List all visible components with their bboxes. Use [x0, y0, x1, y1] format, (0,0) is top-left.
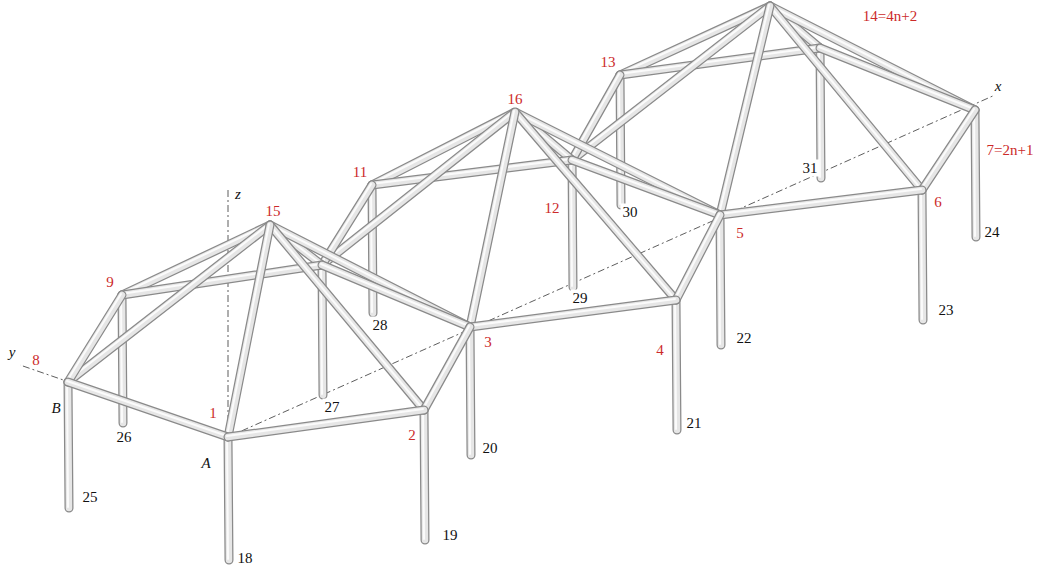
frame-member	[769, 5, 975, 110]
joint-number: 4	[654, 342, 666, 359]
column	[921, 189, 923, 320]
joint-number: 3	[482, 334, 494, 351]
axis-label: B	[49, 400, 62, 417]
joint-number: 15	[264, 203, 283, 220]
axis-line	[228, 190, 229, 437]
frame-member	[227, 224, 270, 437]
joint-number: 14=4n+2	[861, 8, 919, 25]
frame-member	[619, 47, 820, 75]
member-number: 23	[937, 302, 956, 319]
frame-member	[67, 294, 122, 382]
frame-member	[921, 109, 975, 190]
frame-member	[719, 5, 770, 215]
joint-number: 16	[506, 91, 525, 108]
frame-member	[719, 189, 922, 215]
frame-member	[269, 224, 424, 410]
member-number: 25	[81, 489, 100, 506]
member-number: 19	[441, 527, 460, 544]
frame-member	[371, 159, 572, 185]
member-number: 29	[571, 290, 590, 307]
member-number: 31	[801, 160, 820, 177]
member-number: 28	[371, 317, 390, 334]
axis-label: y	[7, 344, 18, 361]
member-number: 20	[481, 440, 500, 457]
member-number: 18	[236, 550, 255, 567]
joint-number: 9	[104, 274, 116, 291]
frame-member	[769, 5, 922, 190]
joint-number: 7=2n+1	[985, 142, 1036, 159]
column	[469, 326, 471, 455]
joint-number: 11	[351, 164, 369, 181]
axis-label: x	[993, 78, 1004, 95]
frame-member	[269, 224, 470, 327]
joint-number: 8	[30, 352, 42, 369]
frame-member	[469, 111, 515, 327]
frame-member	[121, 264, 322, 295]
member-number: 24	[983, 224, 1002, 241]
column	[227, 436, 229, 560]
joint-number: 13	[599, 54, 618, 71]
column	[67, 381, 69, 508]
member-number: 22	[735, 330, 754, 347]
column	[719, 214, 721, 345]
axis-line	[228, 95, 995, 437]
joint-number: 5	[734, 225, 746, 242]
member-number: 26	[115, 429, 134, 446]
joint-number: 2	[406, 427, 418, 444]
column	[371, 184, 373, 313]
frame-member	[423, 326, 470, 410]
column	[423, 409, 425, 540]
axis-label: A	[199, 455, 212, 472]
member-number: 30	[621, 204, 640, 221]
joint-number: 6	[932, 194, 944, 211]
column	[619, 74, 621, 205]
frame-member	[67, 381, 228, 437]
member-number: 21	[685, 415, 704, 432]
joint-number: 1	[207, 405, 219, 422]
joint-number: 12	[543, 200, 562, 217]
frame-member	[514, 111, 676, 300]
frame-member	[675, 214, 720, 300]
column	[675, 299, 677, 430]
column	[974, 109, 976, 237]
member-number: 27	[323, 399, 342, 416]
axis-label: z	[233, 186, 243, 203]
